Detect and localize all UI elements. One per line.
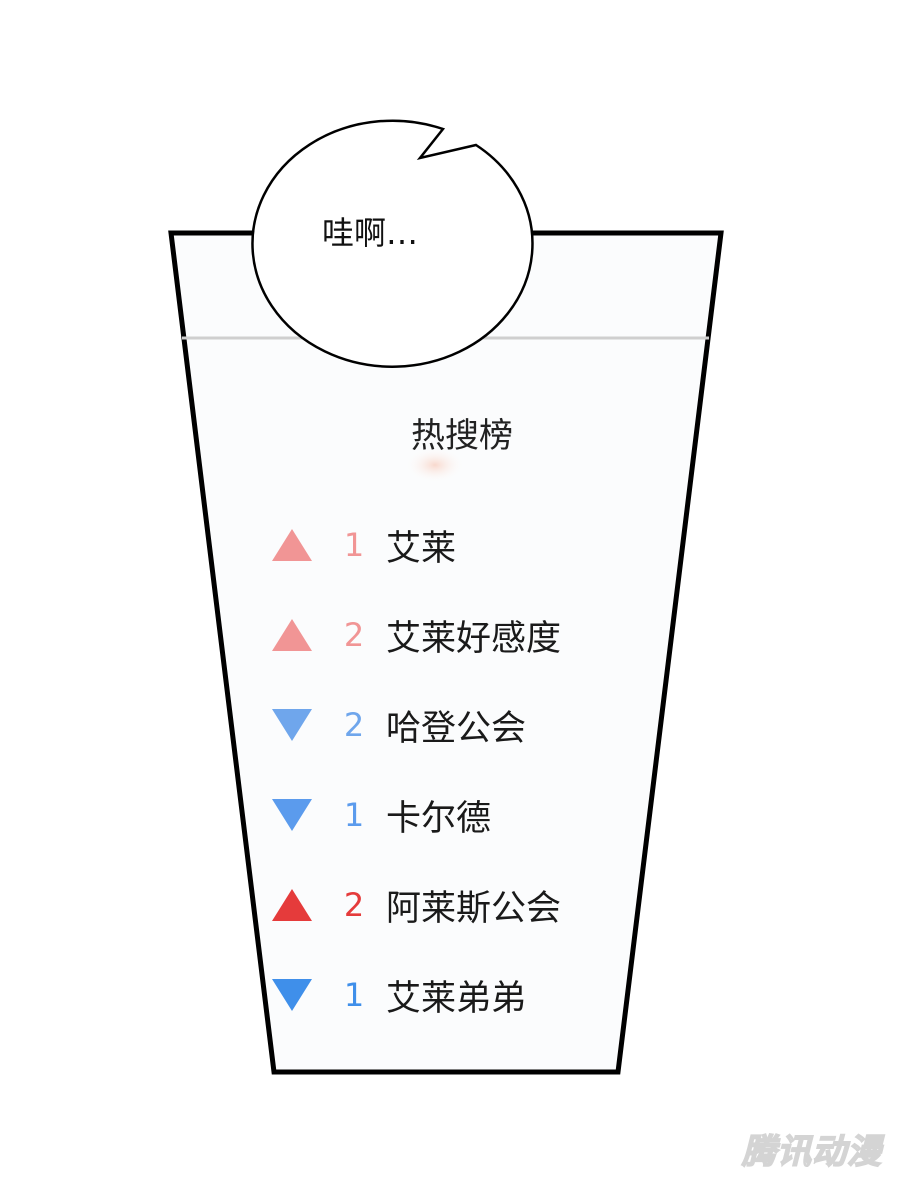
- hot-search-item[interactable]: 1 艾莱: [272, 520, 456, 570]
- hot-search-label: 艾莱弟弟: [386, 978, 527, 1019]
- hot-search-item[interactable]: 2 哈登公会: [272, 700, 526, 750]
- hot-search-label: 阿莱斯公会: [386, 888, 562, 929]
- watermark-logo: 腾讯动漫: [741, 1131, 882, 1173]
- hot-search-label: 卡尔德: [386, 798, 492, 839]
- hot-search-item[interactable]: 2 艾莱好感度: [272, 610, 561, 660]
- triangle-down-icon: [272, 709, 312, 741]
- speech-bubble: [251, 119, 534, 368]
- hot-search-label: 哈登公会: [386, 708, 527, 749]
- rank-change: 2: [343, 886, 365, 924]
- rank-change: 1: [343, 976, 365, 1014]
- hot-search-label: 艾莱好感度: [386, 618, 562, 659]
- triangle-up-icon: [272, 619, 312, 651]
- triangle-up-icon: [272, 889, 312, 921]
- speech-bubble-text: 哇啊…: [321, 214, 418, 252]
- triangle-down-icon: [272, 979, 312, 1011]
- hot-search-label: 艾莱: [386, 528, 457, 569]
- rank-change: 2: [343, 706, 365, 744]
- hot-search-item[interactable]: 1 艾莱弟弟: [272, 970, 526, 1020]
- rank-change: 1: [343, 526, 365, 564]
- triangle-down-icon: [272, 799, 312, 831]
- rank-change: 1: [343, 796, 365, 834]
- hot-search-item[interactable]: 1 卡尔德: [272, 790, 491, 840]
- triangle-up-icon: [272, 529, 312, 561]
- rank-change: 2: [343, 616, 365, 654]
- hot-search-title: 热搜榜: [411, 416, 513, 456]
- hot-search-item[interactable]: 2 阿莱斯公会: [272, 880, 561, 930]
